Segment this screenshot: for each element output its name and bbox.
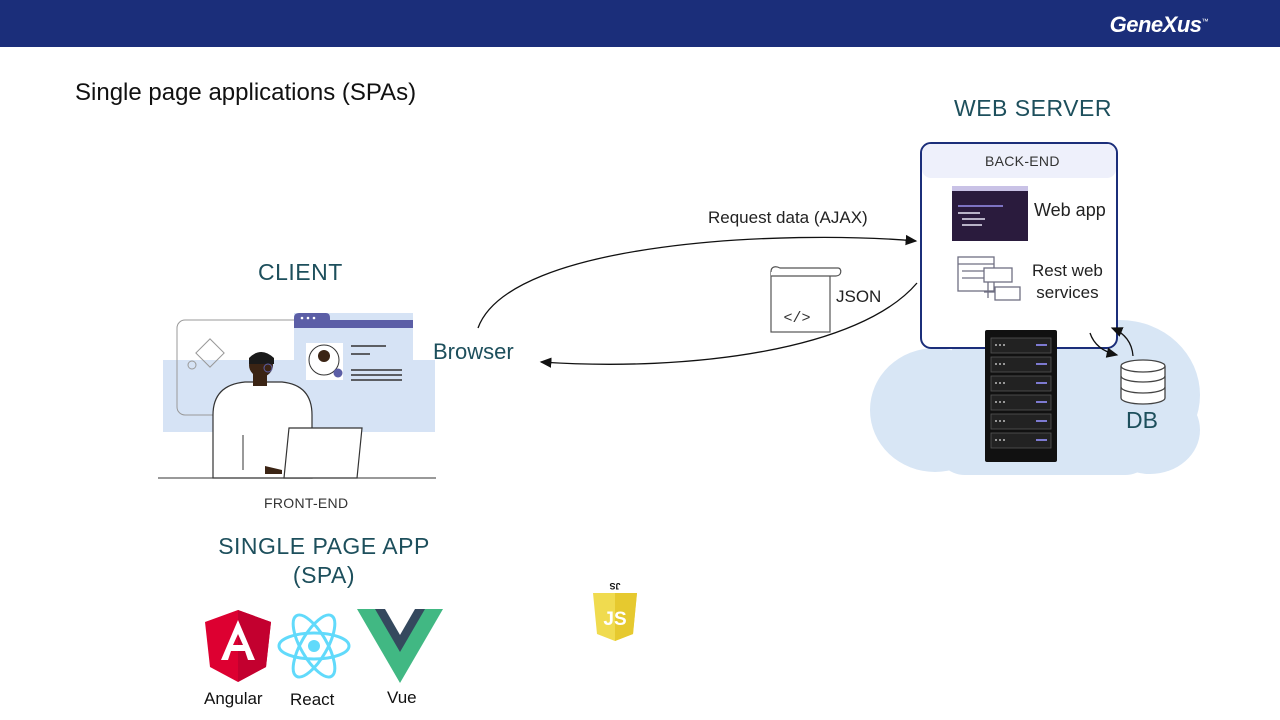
vue-logo bbox=[357, 609, 443, 683]
javascript-logo: JS JS bbox=[593, 581, 637, 641]
js-logo-text: JS bbox=[603, 609, 626, 630]
database-icon bbox=[1120, 359, 1166, 405]
slide-title: Single page applications (SPAs) bbox=[75, 79, 417, 106]
request-arrow bbox=[477, 234, 918, 329]
json-scroll-icon: </> bbox=[770, 266, 842, 333]
db-arrow-up bbox=[1110, 327, 1134, 357]
front-end-label: FRONT-END bbox=[264, 495, 349, 511]
back-end-label: BACK-END bbox=[985, 153, 1060, 169]
svg-text:</>: </> bbox=[783, 310, 810, 327]
rest-services-label: Rest web services bbox=[1032, 261, 1103, 302]
db-label: DB bbox=[1126, 407, 1158, 433]
vue-label: Vue bbox=[387, 688, 417, 707]
spa-heading: SINGLE PAGE APP (SPA) bbox=[218, 533, 430, 588]
json-label: JSON bbox=[836, 287, 882, 306]
client-heading: CLIENT bbox=[258, 259, 343, 285]
angular-logo bbox=[205, 610, 271, 682]
server-rack-icon bbox=[985, 330, 1057, 462]
db-arrow-down bbox=[1089, 332, 1119, 358]
request-label: Request data (AJAX) bbox=[708, 208, 868, 227]
terminal-icon bbox=[952, 186, 1028, 241]
top-bar: GeneXus™ bbox=[0, 0, 1280, 47]
js-logo-top-text: JS bbox=[609, 581, 620, 591]
react-logo bbox=[277, 613, 351, 679]
response-arrow bbox=[539, 282, 918, 368]
web-app-label: Web app bbox=[1034, 200, 1106, 220]
web-server-heading: WEB SERVER bbox=[954, 95, 1112, 121]
genexus-logo: GeneXus™ bbox=[1109, 12, 1209, 37]
client-illustration bbox=[158, 313, 436, 479]
browser-label: Browser bbox=[433, 339, 514, 364]
react-label: React bbox=[290, 690, 335, 709]
rest-services-icon bbox=[957, 256, 1021, 301]
angular-label: Angular bbox=[204, 689, 263, 708]
